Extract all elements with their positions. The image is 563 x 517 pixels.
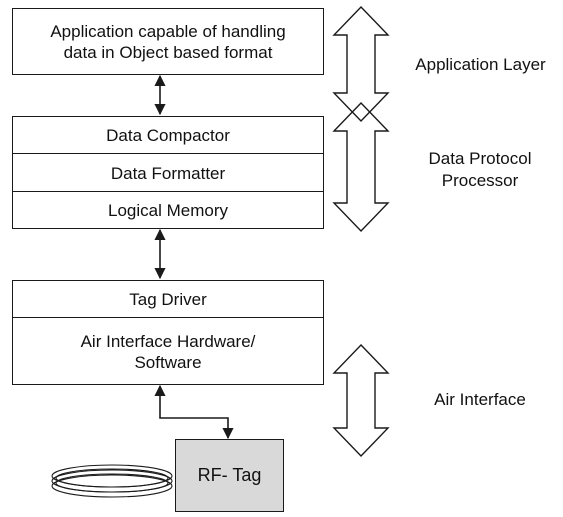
application-layer-label: Application Layer [415,55,546,74]
processor-divider-1 [12,153,324,154]
rf-tag-box: RF- Tag [175,439,284,512]
air-interface-hardware-label: Air Interface Hardware/ Software [12,319,324,384]
application-box-line1: Application capable of handling [50,21,286,41]
data-protocol-processor-line2: Processor [441,171,519,190]
connector-driver-to-rftag [154,384,234,440]
application-box: Application capable of handling data in … [12,8,324,75]
air-interface-hardware-line2: Software [134,352,202,372]
air-interface-arrow-icon [332,343,390,458]
data-protocol-processor-label: Data Protocol Processor [405,148,555,192]
data-formatter-label: Data Formatter [110,163,226,183]
processor-divider-2 [12,191,324,192]
driver-divider [12,317,324,318]
logical-memory-label: Logical Memory [108,201,228,220]
processor-stack [12,116,324,229]
antenna-coil-icon [51,464,173,498]
air-interface-hardware-line1: Air Interface Hardware/ [80,331,256,351]
rf-tag-label: RF- Tag [197,465,262,485]
data-protocol-processor-arrow-icon [332,101,390,233]
driver-stack [12,280,324,385]
application-box-line2: data in Object based format [63,42,273,62]
data-compactor-label: Data Compactor [106,125,230,145]
application-layer-arrow-icon [332,5,390,123]
data-protocol-processor-line1: Data Protocol [428,149,532,168]
tag-driver-label: Tag Driver [129,289,207,309]
air-interface-label: Air Interface [434,390,526,409]
